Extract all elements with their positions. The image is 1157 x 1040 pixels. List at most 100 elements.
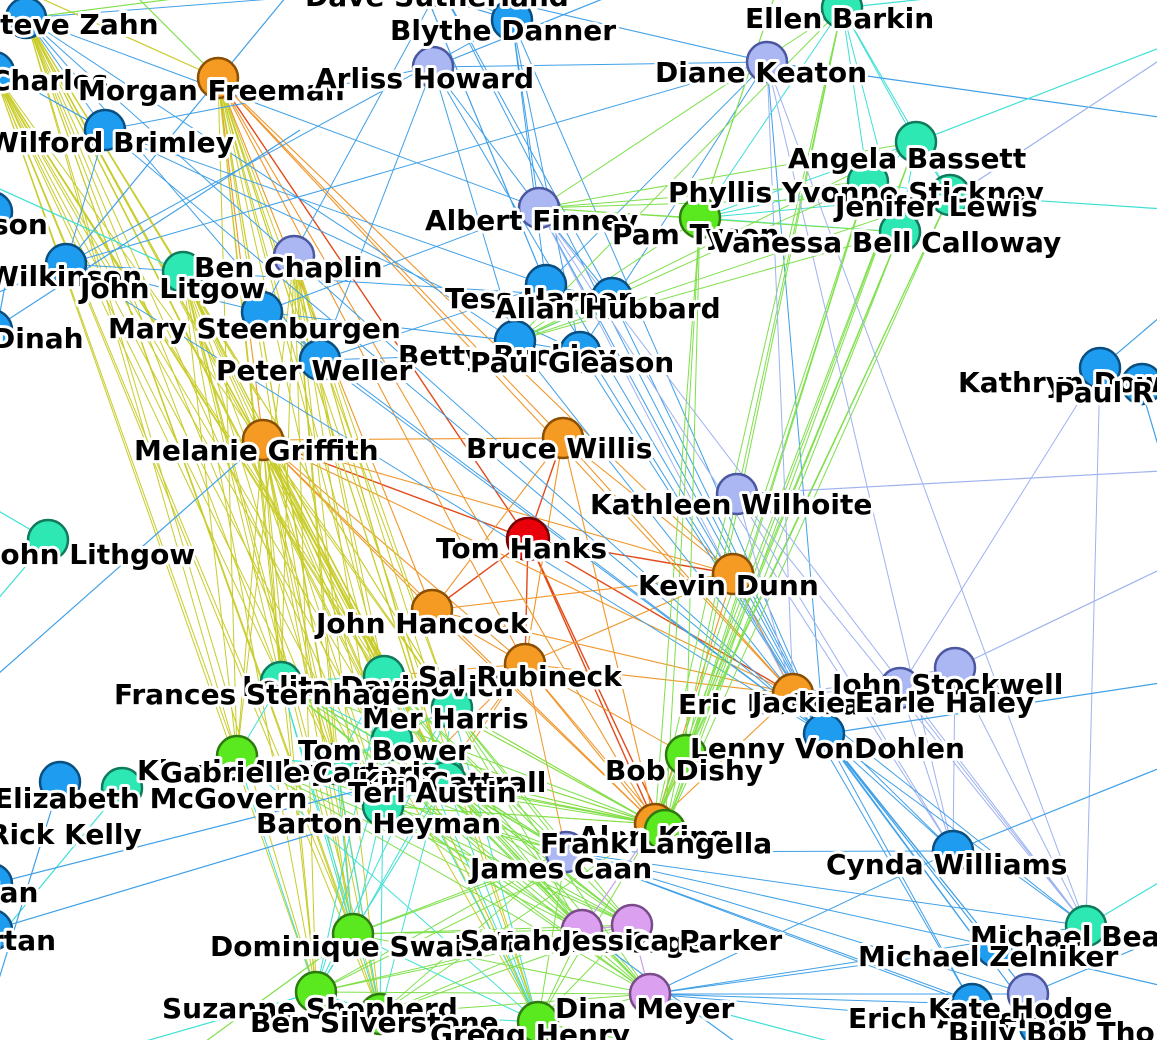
node-circle[interactable] bbox=[0, 864, 14, 904]
node-arliss-howard[interactable] bbox=[411, 45, 455, 89]
node-jackie-earle-haley[interactable] bbox=[878, 666, 922, 710]
node-circle[interactable] bbox=[771, 672, 815, 716]
node-kathryn-dowling[interactable] bbox=[1078, 346, 1122, 390]
node-circle[interactable] bbox=[259, 660, 303, 704]
node-michael-beach[interactable] bbox=[1064, 904, 1108, 948]
node-circle[interactable] bbox=[933, 646, 977, 690]
node-wilkinson[interactable] bbox=[44, 242, 88, 286]
node-angela-bassett[interactable] bbox=[894, 120, 938, 164]
node-diane-keaton[interactable] bbox=[745, 40, 789, 84]
node-john-hancock[interactable] bbox=[410, 588, 454, 632]
node-circle[interactable] bbox=[931, 829, 975, 873]
node-pam-tyson[interactable] bbox=[678, 196, 722, 240]
node-mer-harris[interactable] bbox=[430, 686, 474, 730]
node-albert-finney[interactable] bbox=[517, 186, 561, 230]
node-circle[interactable] bbox=[38, 760, 82, 804]
node-circle[interactable] bbox=[490, 0, 534, 42]
node-circle[interactable] bbox=[298, 338, 342, 382]
node-frances-sternhagen[interactable] bbox=[259, 660, 303, 704]
node-mary-steenburgen[interactable] bbox=[240, 290, 284, 334]
node-kathleen-wilhoite[interactable] bbox=[715, 472, 759, 516]
node-dina-meyer[interactable] bbox=[628, 972, 672, 1016]
node-barton-heyman[interactable] bbox=[361, 784, 405, 828]
node-eric-hoffman[interactable] bbox=[771, 672, 815, 716]
node-melanie-griffith[interactable] bbox=[241, 418, 285, 462]
node-bruce-willis[interactable] bbox=[541, 416, 585, 460]
node-circle[interactable] bbox=[272, 234, 316, 278]
node-circle[interactable] bbox=[240, 290, 284, 334]
node-circle[interactable] bbox=[241, 418, 285, 462]
node-circle[interactable] bbox=[215, 734, 259, 778]
node-circle[interactable] bbox=[370, 718, 414, 762]
node-circle[interactable] bbox=[0, 910, 14, 950]
node-john-litgow[interactable] bbox=[161, 250, 205, 294]
node-artan[interactable] bbox=[0, 910, 14, 950]
node-jenifer-lewis[interactable] bbox=[928, 173, 972, 217]
node-circle[interactable] bbox=[664, 733, 708, 777]
node-circle[interactable] bbox=[410, 588, 454, 632]
node-circle[interactable] bbox=[505, 516, 551, 562]
node-circle[interactable] bbox=[362, 654, 406, 698]
node-betty-buckley[interactable] bbox=[493, 319, 537, 363]
node-circle[interactable] bbox=[517, 186, 561, 230]
node-allan-hubbard[interactable] bbox=[590, 276, 634, 320]
node-circle[interactable] bbox=[950, 982, 994, 1026]
node-circle[interactable] bbox=[361, 784, 405, 828]
node-circle[interactable] bbox=[558, 330, 602, 374]
node-circle[interactable] bbox=[100, 766, 144, 810]
node-circle[interactable] bbox=[411, 45, 455, 89]
node-morgan-freeman[interactable] bbox=[196, 56, 240, 100]
node-circle[interactable] bbox=[878, 210, 922, 254]
node-michael-zelniker[interactable] bbox=[974, 925, 1018, 969]
node-rick-kelly[interactable] bbox=[38, 760, 82, 804]
node-circle[interactable] bbox=[0, 310, 14, 350]
node-gregg-henry[interactable] bbox=[516, 1000, 560, 1040]
node-circle[interactable] bbox=[544, 830, 588, 874]
node-circle[interactable] bbox=[196, 56, 240, 100]
node-circle[interactable] bbox=[894, 120, 938, 164]
node-circle[interactable] bbox=[745, 40, 789, 84]
node-sarah-jessica-parker[interactable] bbox=[610, 903, 654, 947]
node-circle[interactable] bbox=[358, 992, 402, 1036]
node-circle[interactable] bbox=[715, 472, 759, 516]
node-circle[interactable] bbox=[83, 108, 127, 152]
node-suzanne-shepherd[interactable] bbox=[294, 970, 338, 1014]
node-wilford-brimley[interactable] bbox=[83, 108, 127, 152]
node-dave-sutherland[interactable] bbox=[420, 0, 460, 8]
node-circle[interactable] bbox=[0, 192, 14, 232]
node-steve-zahn[interactable] bbox=[4, 0, 48, 40]
node-circle[interactable] bbox=[590, 276, 634, 320]
node-teri-austin[interactable] bbox=[424, 760, 468, 804]
node-son-left[interactable] bbox=[0, 192, 14, 232]
node-james-caan[interactable] bbox=[544, 830, 588, 874]
node-elizabeth-mcgovern[interactable] bbox=[100, 766, 144, 810]
node-circle[interactable] bbox=[1018, 1004, 1062, 1040]
node-paul-gleason[interactable] bbox=[558, 330, 602, 374]
node-circle[interactable] bbox=[541, 416, 585, 460]
node-circle[interactable] bbox=[294, 970, 338, 1014]
node-circle[interactable] bbox=[493, 319, 537, 363]
node-circle[interactable] bbox=[524, 263, 568, 307]
node-john-stockwell[interactable] bbox=[933, 646, 977, 690]
node-ben-chaplin[interactable] bbox=[272, 234, 316, 278]
node-erich-anderson[interactable] bbox=[950, 982, 994, 1026]
node-ben-silverstone[interactable] bbox=[358, 992, 402, 1036]
node-circle[interactable] bbox=[503, 642, 547, 686]
node-tess-harper[interactable] bbox=[524, 263, 568, 307]
node-lolita-davidovich[interactable] bbox=[362, 654, 406, 698]
node-circle[interactable] bbox=[516, 1000, 560, 1040]
node-circle[interactable] bbox=[846, 160, 890, 204]
node-john-lithgow[interactable] bbox=[26, 518, 70, 562]
node-paul-right[interactable] bbox=[1120, 362, 1157, 406]
node-circle[interactable] bbox=[424, 760, 468, 804]
node-circle[interactable] bbox=[643, 808, 687, 852]
node-circle[interactable] bbox=[802, 712, 846, 756]
node-circle[interactable] bbox=[1064, 904, 1108, 948]
node-circle[interactable] bbox=[628, 972, 672, 1016]
node-charles[interactable] bbox=[0, 51, 16, 93]
node-circle[interactable] bbox=[820, 0, 864, 30]
node-gabrielle-carteris[interactable] bbox=[314, 742, 358, 786]
node-circle[interactable] bbox=[928, 173, 972, 217]
node-circle[interactable] bbox=[0, 51, 16, 93]
node-billy-bob-thornton[interactable] bbox=[1018, 1004, 1062, 1040]
